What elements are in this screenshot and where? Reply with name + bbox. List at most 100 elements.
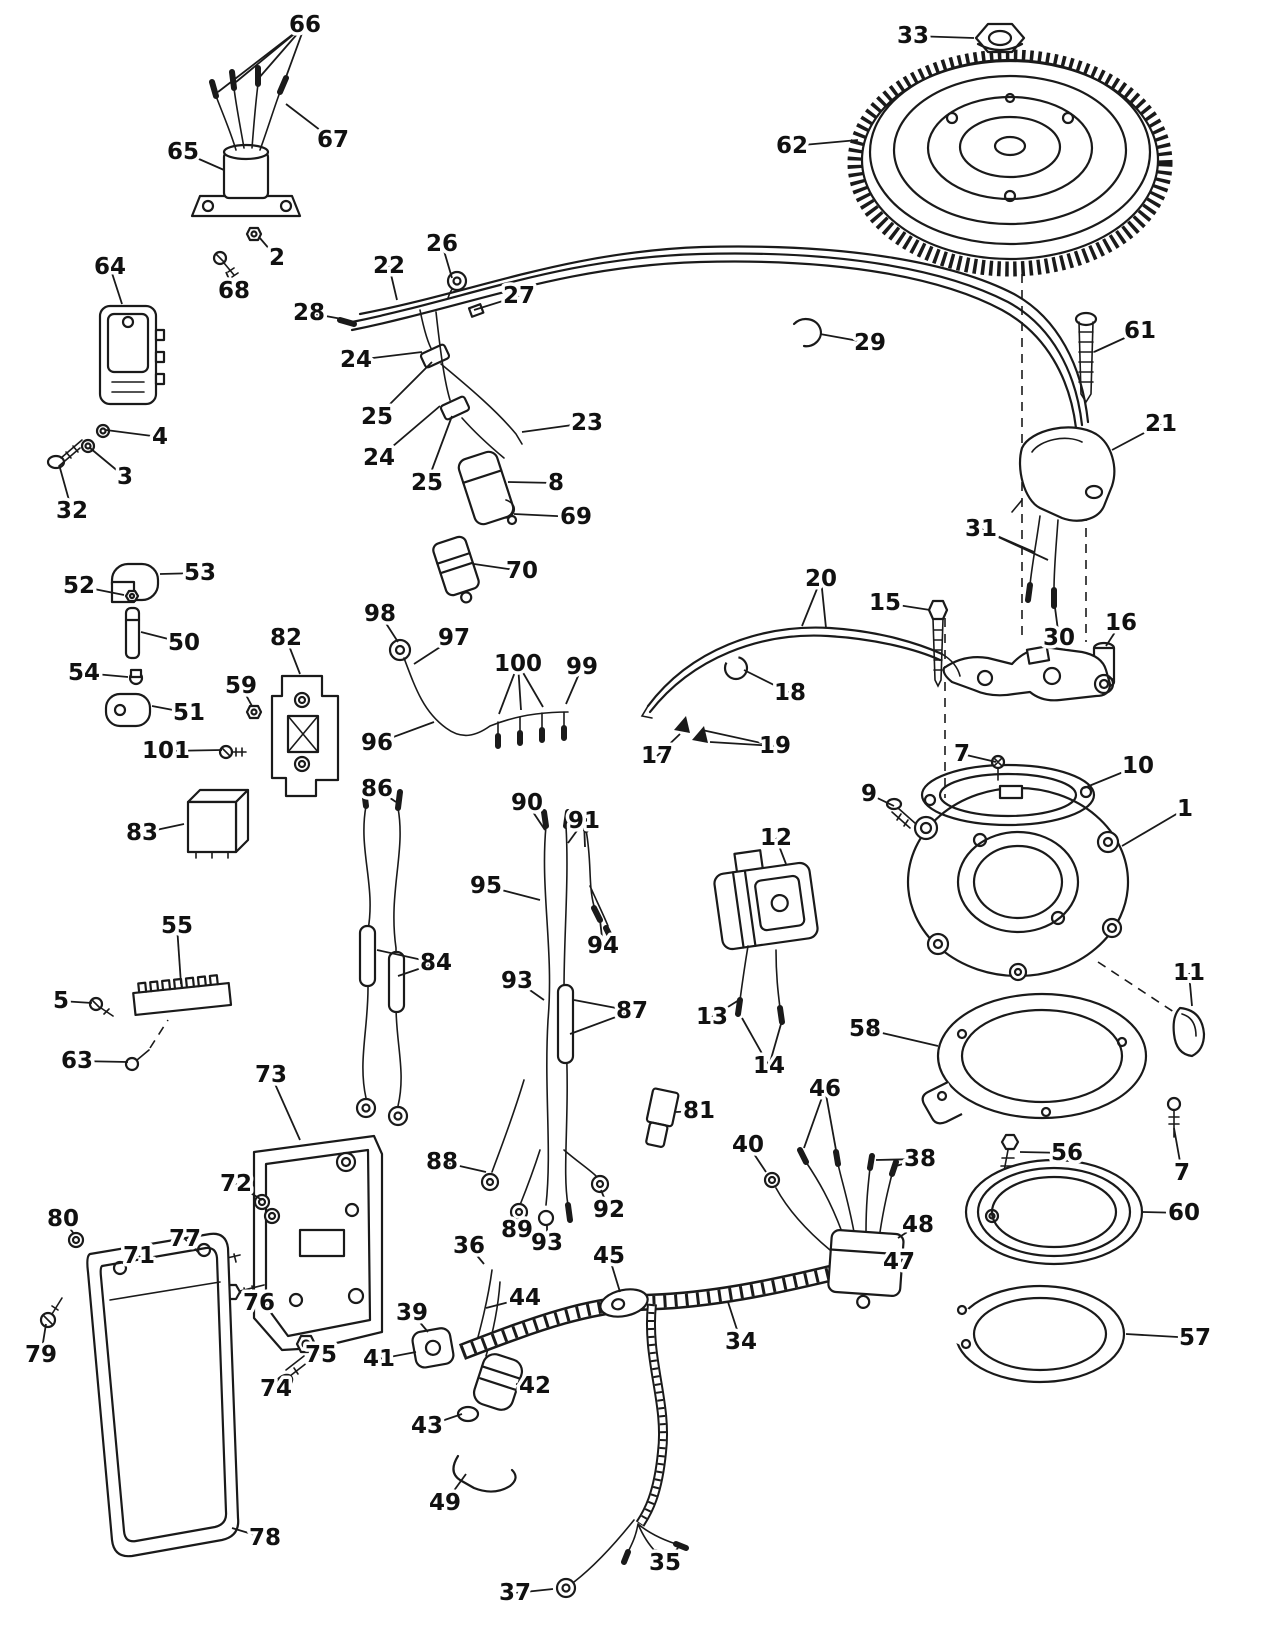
part-label-14: 14 (753, 1053, 785, 1079)
leader-line-14 (768, 1023, 782, 1067)
leader-line-20 (820, 578, 827, 629)
twin-lead-wires (355, 787, 409, 1127)
leader-line-87 (569, 1010, 633, 1035)
part-label-49: 49 (429, 1490, 461, 1516)
part-label-38: 38 (904, 1146, 936, 1172)
part-label-19: 19 (759, 733, 791, 759)
part-label-51: 51 (173, 700, 205, 726)
part-label-7: 7 (1174, 1160, 1190, 1186)
part-label-88: 88 (426, 1149, 458, 1175)
part-label-20: 20 (805, 566, 837, 592)
leader-line-96 (376, 721, 435, 744)
leader-line-38 (875, 1158, 921, 1161)
part-label-25: 25 (361, 404, 393, 430)
leader-line-60 (1141, 1211, 1185, 1214)
leader-line-31 (980, 528, 1049, 561)
part-label-37: 37 (499, 1580, 531, 1606)
leader-line-98 (379, 613, 399, 643)
part-label-11: 11 (1173, 960, 1205, 986)
leader-line-101 (165, 749, 223, 752)
leader-line-25 (376, 361, 433, 418)
part-label-92: 92 (593, 1197, 625, 1223)
leader-line-64 (109, 266, 123, 305)
part-label-89: 89 (501, 1217, 533, 1243)
leader-line-57 (1125, 1333, 1196, 1339)
part-label-93: 93 (501, 968, 533, 994)
leader-line-69 (513, 513, 577, 518)
leader-line-16 (1105, 622, 1122, 647)
part-label-65: 65 (167, 139, 199, 165)
part-label-73: 73 (255, 1062, 287, 1088)
leader-line-48 (897, 1224, 919, 1239)
leader-line-84 (397, 962, 437, 977)
leader-line-54 (83, 672, 129, 678)
leader-line-67 (285, 103, 334, 141)
part-label-48: 48 (902, 1212, 934, 1238)
part-label-35: 35 (649, 1550, 681, 1576)
leader-line-92 (600, 1189, 610, 1211)
timer-base-plate (885, 754, 1130, 982)
leader-line-95 (485, 885, 541, 901)
leader-line-30 (1053, 599, 1060, 639)
leader-line-58 (864, 1028, 939, 1047)
part-label-22: 22 (373, 253, 405, 279)
part-label-33: 33 (897, 23, 929, 49)
part-label-8: 8 (548, 470, 564, 496)
part-label-61: 61 (1124, 318, 1156, 344)
leader-line-79 (40, 1323, 47, 1356)
part-label-43: 43 (411, 1413, 443, 1439)
part-label-39: 39 (396, 1300, 428, 1326)
leader-lines (40, 24, 1196, 1594)
leader-line-82 (285, 637, 301, 675)
leader-line-45 (608, 1255, 621, 1293)
part-label-10: 10 (1122, 753, 1154, 779)
leader-line-86 (365, 788, 378, 801)
part-label-24: 24 (363, 445, 395, 471)
throttle-cable (640, 626, 961, 743)
main-wiring-harness (411, 1147, 905, 1599)
leader-line-68 (225, 271, 235, 292)
part-label-68: 68 (218, 278, 250, 304)
leader-line-91 (583, 820, 586, 848)
part-label-26: 26 (426, 231, 458, 257)
leader-line-78 (231, 1527, 266, 1539)
leader-line-52 (78, 585, 125, 596)
part-label-84: 84 (420, 950, 452, 976)
leader-line-49 (444, 1473, 467, 1504)
leader-line-50 (140, 631, 185, 644)
part-label-91: 91 (568, 808, 600, 834)
leader-line-56 (1019, 1151, 1068, 1154)
part-label-70: 70 (506, 558, 538, 584)
part-label-52: 52 (63, 573, 95, 599)
leader-line-93 (516, 980, 545, 1001)
leader-line-10 (1083, 765, 1139, 789)
part-label-60: 60 (1168, 1200, 1200, 1226)
leader-line-100 (517, 663, 522, 711)
leader-line-59 (240, 685, 253, 707)
part-label-45: 45 (593, 1243, 625, 1269)
leader-line-27 (473, 295, 520, 311)
part-label-72: 72 (220, 1171, 252, 1197)
leader-line-35 (664, 1547, 679, 1564)
leader-line-17 (656, 733, 681, 757)
part-label-86: 86 (361, 776, 393, 802)
part-label-47: 47 (883, 1249, 915, 1275)
part-label-9: 9 (861, 781, 877, 807)
part-label-69: 69 (560, 504, 592, 530)
leader-line-3 (89, 447, 126, 478)
part-label-87: 87 (616, 998, 648, 1024)
leader-line-53 (159, 572, 201, 575)
leader-line-97 (413, 637, 455, 665)
part-label-40: 40 (732, 1132, 764, 1158)
leader-line-7 (961, 753, 997, 763)
retainer-clip (1166, 1006, 1206, 1138)
leader-line-62 (791, 139, 859, 147)
part-label-41: 41 (363, 1346, 395, 1372)
leader-line-25 (426, 415, 453, 484)
leader-line-7 (1173, 1127, 1183, 1174)
spark-plug-boot (432, 450, 518, 604)
part-label-23: 23 (571, 410, 603, 436)
part-label-36: 36 (453, 1233, 485, 1259)
part-label-12: 12 (760, 825, 792, 851)
